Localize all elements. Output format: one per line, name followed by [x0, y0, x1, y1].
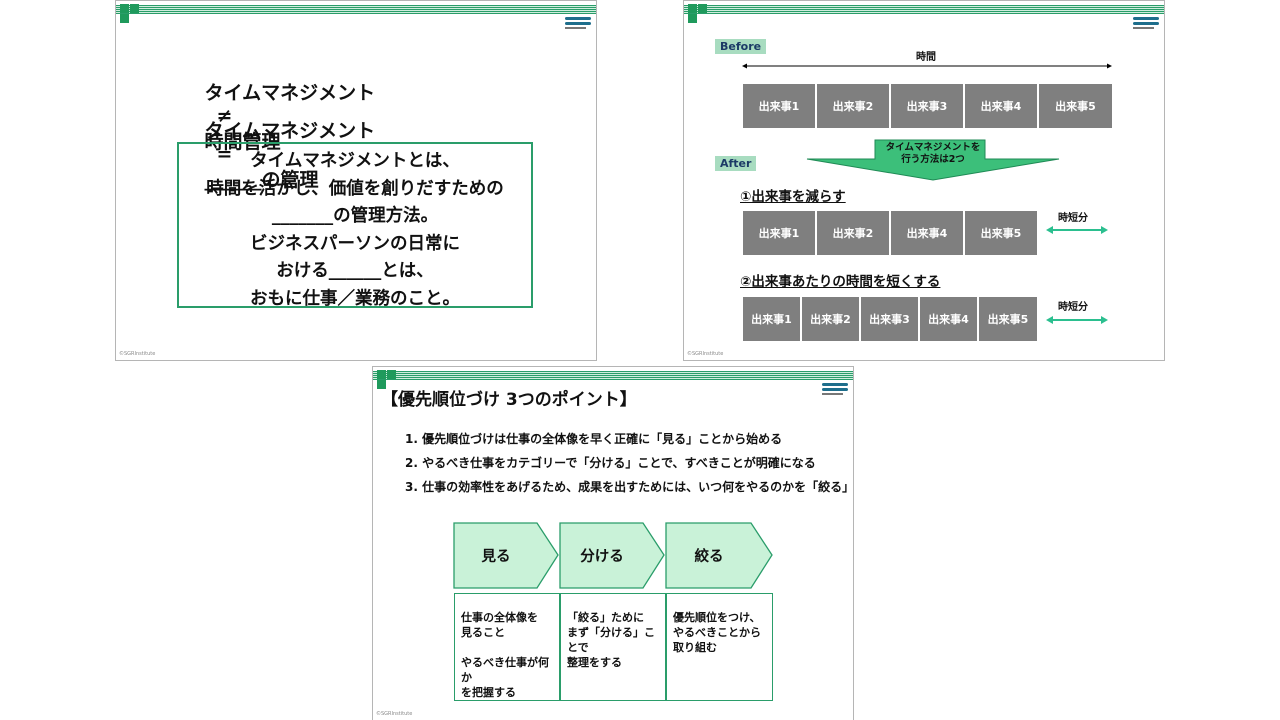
company-logo [565, 17, 591, 35]
time-saved-arrow [1046, 226, 1108, 234]
time-saved-arrow [1046, 316, 1108, 324]
equation-left-text: タイムマネジメント [204, 82, 376, 104]
corner-square [688, 14, 697, 23]
corner-square [120, 4, 129, 13]
equation-left-text: タイムマネジメント [204, 120, 376, 142]
event-box: 出来事1 [743, 84, 817, 128]
step-description: 「絞る」ために まず「分ける」ことで 整理をする [560, 593, 666, 701]
event-box: 出来事3 [861, 297, 920, 341]
event-box: 出来事1 [743, 297, 802, 341]
event-box: 出来事4 [965, 84, 1039, 128]
corner-square [387, 370, 396, 379]
event-box: 出来事1 [743, 211, 817, 255]
event-box: 出来事2 [817, 84, 891, 128]
after-label: After [715, 156, 757, 171]
company-logo [822, 383, 848, 401]
slide-prioritization-points: 【優先順位づけ 3つのポイント】 1. 優先順位づけは仕事の全体像を早く正確に「… [372, 366, 854, 720]
before-label: Before [715, 39, 767, 54]
corner-square [377, 380, 386, 389]
point-item: 2. やるべき仕事をカテゴリーで「分ける」ことで、すべきことが明確になる [405, 456, 816, 470]
slide-before-after: Before 時間 出来事1 出来事2 出来事3 出来事4 出来事5 タイムマネ… [683, 0, 1165, 361]
time-saved-label: 時短分 [1058, 213, 1088, 224]
equal-symbol: = [216, 143, 233, 165]
company-logo [1133, 17, 1159, 35]
event-box: 出来事2 [817, 211, 891, 255]
corner-square [698, 4, 707, 13]
corner-square [377, 370, 386, 379]
point-item: 3. 仕事の効率性をあげるため、成果を出すためには、いつ何をやるのかを「絞る」 [405, 480, 854, 494]
step-description: 優先順位をつけ、 やるべきことから 取り組む [666, 593, 773, 701]
definition-line: 時間を活かし、価値を創りだすための [206, 178, 504, 199]
definition-line: おもに仕事／業務のこと。 [250, 288, 460, 309]
corner-square [688, 4, 697, 13]
event-box: 出来事2 [802, 297, 861, 341]
corner-square [120, 14, 129, 23]
corner-square [130, 4, 139, 13]
definition-line: タイムマネジメントとは、 [250, 151, 460, 171]
point-item: 1. 優先順位づけは仕事の全体像を早く正確に「見る」ことから始める [405, 432, 783, 446]
header-band [116, 5, 596, 14]
step-description: 仕事の全体像を 見ること やるべき仕事が何か を把握する [454, 593, 560, 701]
step-label: 見る [481, 549, 511, 565]
event-box: 出来事5 [1039, 84, 1112, 128]
definition-box: タイムマネジメントとは、 時間を活かし、価値を創りだすための _______の管… [177, 142, 533, 309]
step-label: 絞る [694, 549, 724, 565]
arrow-text-line: タイムマネジメントを [885, 142, 981, 153]
method-arrow-text: タイムマネジメントを 行う方法は2つ [870, 142, 996, 166]
equation-equal: タイムマネジメント = ______の管理 [178, 94, 375, 214]
event-box: 出来事4 [891, 211, 965, 255]
definition-line: おける______とは、 [276, 261, 434, 281]
step-chevron-3 [665, 522, 773, 589]
method-arrow-shape [806, 139, 1060, 181]
step-chevron-1 [453, 522, 559, 589]
time-axis-arrow [742, 63, 1112, 69]
process-chevrons [453, 522, 773, 589]
time-axis-label: 時間 [916, 52, 936, 63]
slide-title: 【優先順位づけ 3つのポイント】 [381, 390, 637, 410]
method1-heading: ①出来事を減らす [740, 189, 846, 205]
header-band [373, 371, 853, 380]
step-label: 分ける [580, 549, 624, 565]
not-equal-symbol: ≠ [216, 105, 233, 127]
definition-line: ビジネスパーソンの日常に [250, 233, 460, 254]
event-box: 出来事5 [979, 297, 1037, 341]
step-chevron-2 [559, 522, 665, 589]
copyright-text: ©SGRInstitute [119, 351, 156, 357]
method2-heading: ②出来事あたりの時間を短くする [740, 274, 941, 290]
event-box: 出来事5 [965, 211, 1037, 255]
header-band [684, 5, 1164, 14]
definition-line: _______の管理方法。 [271, 206, 439, 226]
equation-right-text: ______の管理 [204, 169, 319, 191]
event-box: 出来事3 [891, 84, 965, 128]
slide-time-management-definition: タイムマネジメント ≠ 時間管理 タイムマネジメント = ______の管理 タ… [115, 0, 597, 361]
equation-not-equal: タイムマネジメント ≠ 時間管理 [178, 56, 375, 176]
event-box: 出来事4 [920, 297, 979, 341]
arrow-text-line: 行う方法は2つ [901, 154, 965, 165]
copyright-text: ©SGRInstitute [687, 351, 724, 357]
time-saved-label: 時短分 [1058, 302, 1088, 313]
copyright-text: ©SGRInstitute [376, 711, 413, 717]
